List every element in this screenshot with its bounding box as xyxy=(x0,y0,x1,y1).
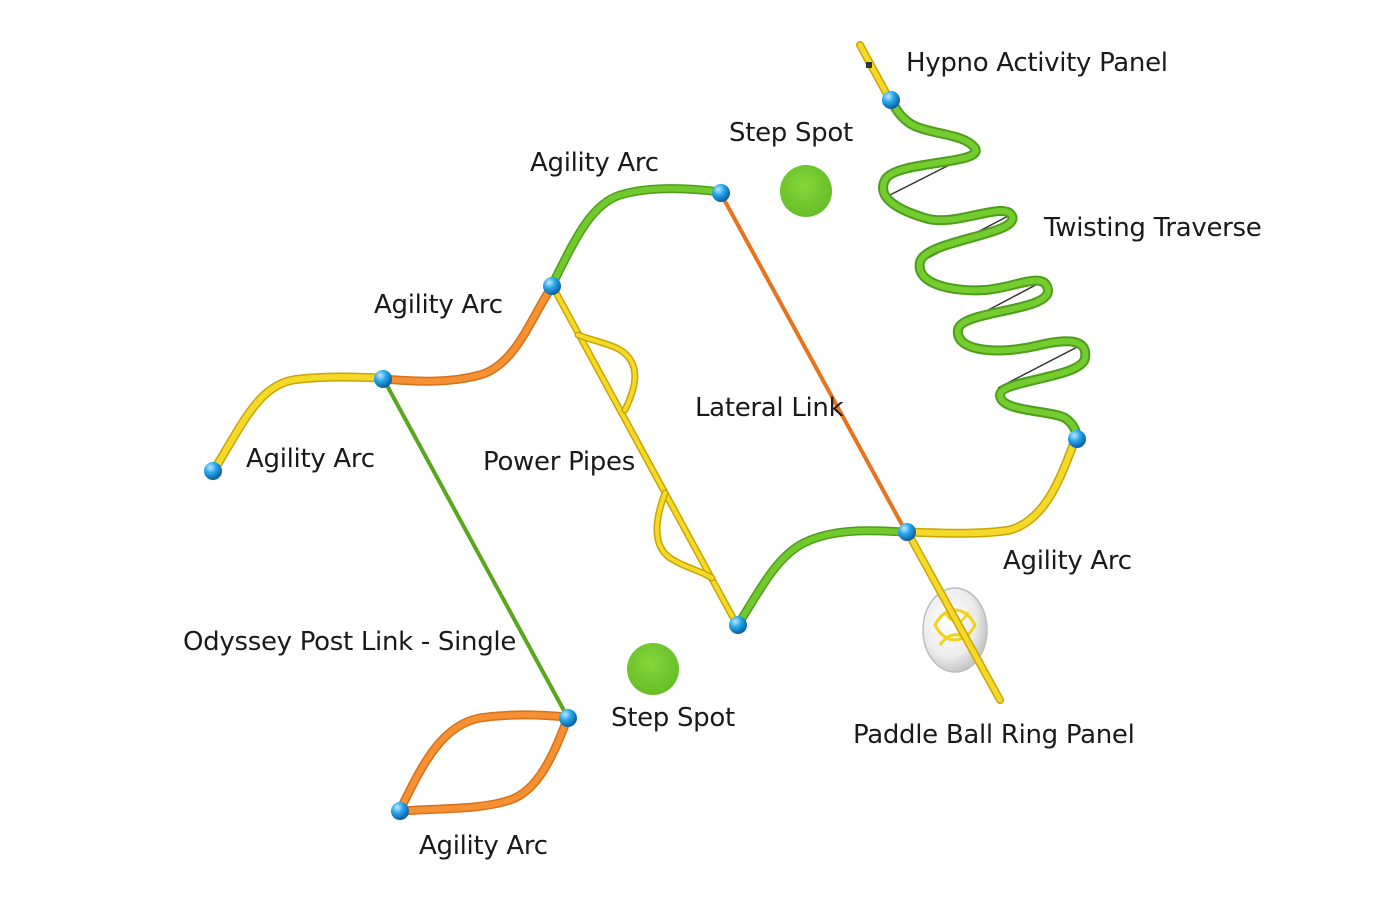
post-marker xyxy=(882,91,900,109)
posts xyxy=(204,91,1086,820)
post-marker xyxy=(204,462,222,480)
post-marker xyxy=(1068,430,1086,448)
power-pipes xyxy=(549,283,741,629)
post-marker xyxy=(391,802,409,820)
label-paddle-ball-ring-panel: Paddle Ball Ring Panel xyxy=(853,720,1135,750)
step-spot-top-marker xyxy=(780,165,832,217)
label-lateral-link: Lateral Link xyxy=(695,393,844,423)
agility-arc-right-tube xyxy=(903,435,1080,538)
label-odyssey-post-link: Odyssey Post Link - Single xyxy=(183,627,516,657)
label-agility-arc-mid: Agility Arc xyxy=(374,290,503,320)
lateral-link-pole xyxy=(719,192,908,534)
label-agility-arc-right: Agility Arc xyxy=(1003,546,1132,576)
post-marker xyxy=(729,616,747,634)
agility-arc-center-tube xyxy=(734,526,910,628)
post-marker xyxy=(543,277,561,295)
label-twisting-traverse: Twisting Traverse xyxy=(1043,213,1261,243)
step-spot-bottom-marker xyxy=(627,643,679,695)
odyssey-post-link-pole xyxy=(382,378,570,720)
twisting-traverse xyxy=(878,97,1091,443)
label-power-pipes: Power Pipes xyxy=(483,447,635,477)
label-step-spot-top: Step Spot xyxy=(729,118,853,148)
post-marker xyxy=(712,184,730,202)
label-agility-arc-top: Agility Arc xyxy=(530,148,659,178)
paddle-ball-ring-panel xyxy=(904,529,1004,704)
label-agility-arc-bottom: Agility Arc xyxy=(419,831,548,861)
label-step-spot-bottom: Step Spot xyxy=(611,703,735,733)
post-marker xyxy=(559,709,577,727)
agility-arc-bottom-tube xyxy=(395,710,572,816)
post-marker xyxy=(374,370,392,388)
post-marker xyxy=(898,523,916,541)
hypno-activity-panel xyxy=(856,41,894,104)
label-hypno-activity-panel: Hypno Activity Panel xyxy=(906,48,1168,78)
label-agility-arc-left: Agility Arc xyxy=(246,444,375,474)
